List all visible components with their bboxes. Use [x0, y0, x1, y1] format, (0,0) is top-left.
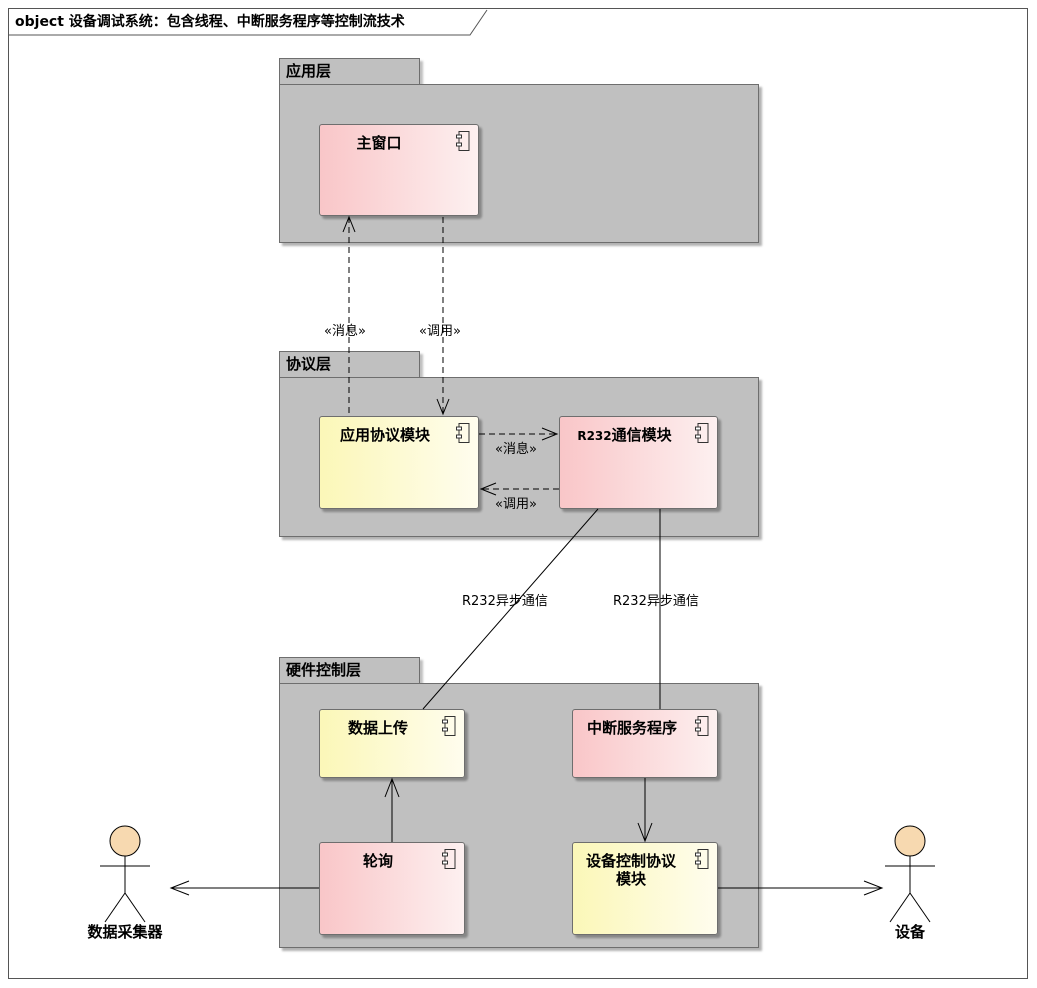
component-label: 轮询: [362, 852, 393, 870]
component-label: 应用协议模块: [339, 426, 430, 444]
package-tab-app-layer[interactable]: 应用层: [279, 58, 420, 85]
component-icon: [695, 849, 709, 869]
package-app-layer[interactable]: [279, 84, 759, 243]
label-msg-up: «消息»: [324, 324, 366, 339]
package-tab-hardware-layer[interactable]: 硬件控制层: [279, 657, 420, 684]
component-icon: [442, 716, 456, 736]
component-icon: [695, 423, 709, 443]
component-icon: [456, 423, 470, 443]
component-icon: [442, 849, 456, 869]
arrowhead-call-left: [479, 482, 497, 496]
component-label-line1: 设备控制协议: [585, 852, 676, 870]
actor-collector-label: 数据采集器: [87, 923, 163, 941]
arrowhead-poll-upload: [384, 777, 400, 798]
component-label-name: 通信模块: [611, 426, 672, 444]
arrowhead-poll-collector: [169, 880, 190, 896]
actor-device-figure: [885, 825, 935, 923]
component-label: 中断服务程序: [586, 719, 677, 737]
arrowhead-ctrl-device: [863, 880, 884, 896]
component-isr[interactable]: 中断服务程序: [572, 709, 718, 778]
component-label-prefix: R232: [577, 429, 612, 443]
component-label: 设备控制协议 模块: [573, 852, 689, 888]
component-icon: [695, 716, 709, 736]
frame-title: object 设备调试系统：包含线程、中断服务程序等控制流技术: [15, 14, 405, 30]
label-call-left: «调用»: [495, 497, 537, 512]
component-main-window[interactable]: 主窗口: [319, 124, 479, 216]
actor-collector-figure: [100, 825, 150, 923]
label-msg-right: «消息»: [495, 442, 537, 457]
arrowhead-msg-right: [541, 427, 559, 441]
connector-r232-async-1: [422, 508, 599, 710]
arrowhead-isr-device: [637, 822, 653, 843]
label-r232-async-1: R232异步通信: [462, 594, 548, 609]
label-r232-async-2: R232异步通信: [613, 594, 699, 609]
actor-device-label: 设备: [894, 923, 925, 941]
arrowhead-call-down: [436, 398, 450, 416]
component-label: 数据上传: [347, 719, 408, 737]
component-polling[interactable]: 轮询: [319, 842, 465, 935]
component-icon: [456, 131, 470, 151]
component-data-upload[interactable]: 数据上传: [319, 709, 465, 778]
component-device-control[interactable]: 设备控制协议 模块: [572, 842, 718, 935]
arrowhead-msg-up: [342, 215, 356, 233]
component-label: 主窗口: [356, 134, 402, 152]
component-label: R232通信模块: [560, 426, 689, 445]
component-label-line2: 模块: [615, 870, 646, 888]
component-r232-module[interactable]: R232通信模块: [559, 416, 718, 509]
component-app-protocol[interactable]: 应用协议模块: [319, 416, 479, 509]
label-call-down: «调用»: [419, 324, 461, 339]
diagram-frame: object 设备调试系统：包含线程、中断服务程序等控制流技术: [8, 8, 1028, 979]
